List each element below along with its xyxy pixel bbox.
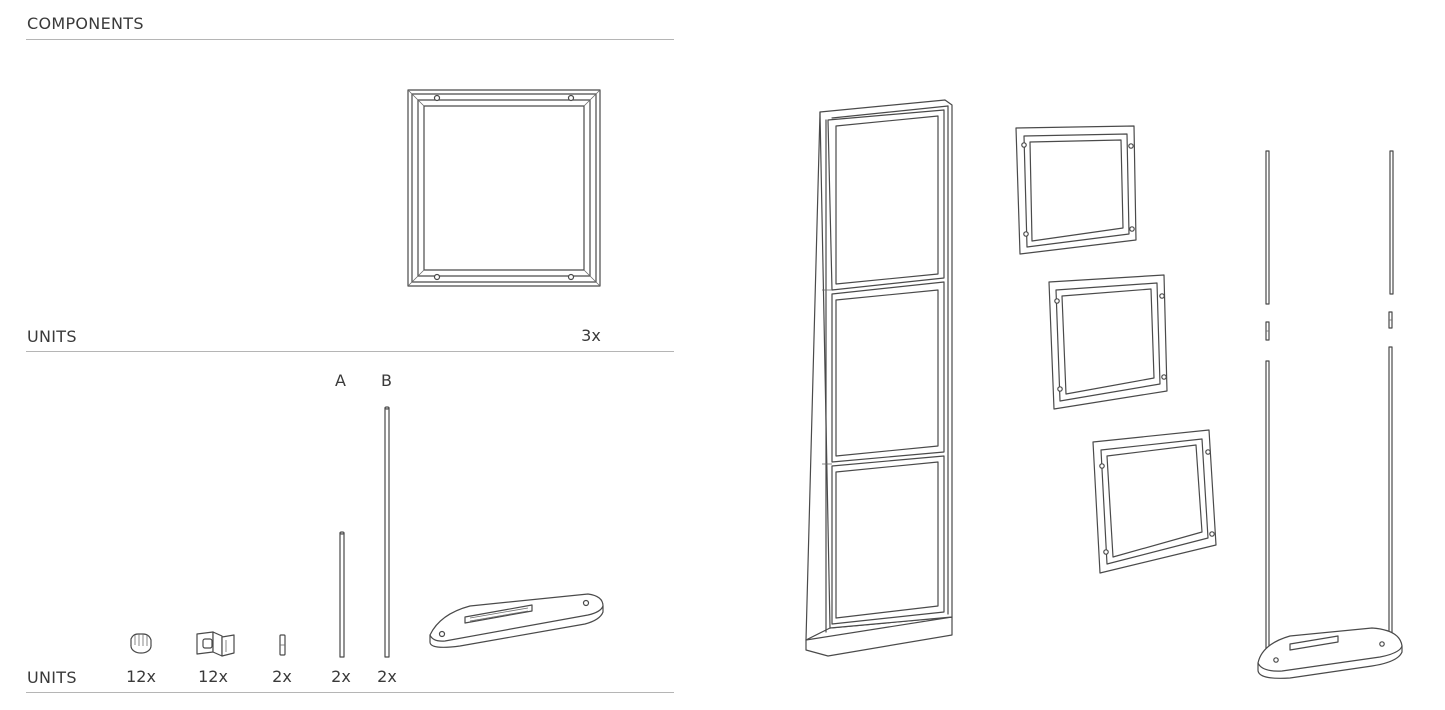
exploded-rods bbox=[1265, 150, 1394, 660]
assembled-stand-illustration bbox=[805, 99, 953, 657]
rod-a-illustration bbox=[339, 531, 345, 658]
connector-quantity: 2x bbox=[272, 667, 292, 686]
exploded-frame-3 bbox=[1092, 429, 1217, 574]
exploded-frame-1 bbox=[1015, 125, 1137, 255]
clip-quantity: 12x bbox=[198, 667, 228, 686]
rod-a-label: A bbox=[335, 371, 347, 390]
rod-b-label: B bbox=[381, 371, 393, 390]
frames-divider bbox=[26, 351, 674, 352]
base-illustration bbox=[429, 593, 604, 648]
screw-quantity: 12x bbox=[126, 667, 156, 686]
rod-b-illustration bbox=[384, 406, 390, 658]
connector-illustration bbox=[279, 634, 286, 656]
units-label-frames: UNITS bbox=[27, 327, 77, 346]
header-divider bbox=[26, 39, 674, 40]
rod-b-quantity: 2x bbox=[377, 667, 397, 686]
screw-illustration bbox=[130, 633, 152, 654]
clip-illustration bbox=[196, 631, 235, 657]
exploded-base bbox=[1257, 627, 1403, 679]
units-label-hardware: UNITS bbox=[27, 668, 77, 687]
frame-quantity: 3x bbox=[581, 326, 601, 345]
rod-a-quantity: 2x bbox=[331, 667, 351, 686]
frame-unit-illustration bbox=[407, 89, 601, 287]
hardware-divider bbox=[26, 692, 674, 693]
components-heading: COMPONENTS bbox=[27, 14, 144, 33]
exploded-frame-2 bbox=[1048, 274, 1168, 410]
